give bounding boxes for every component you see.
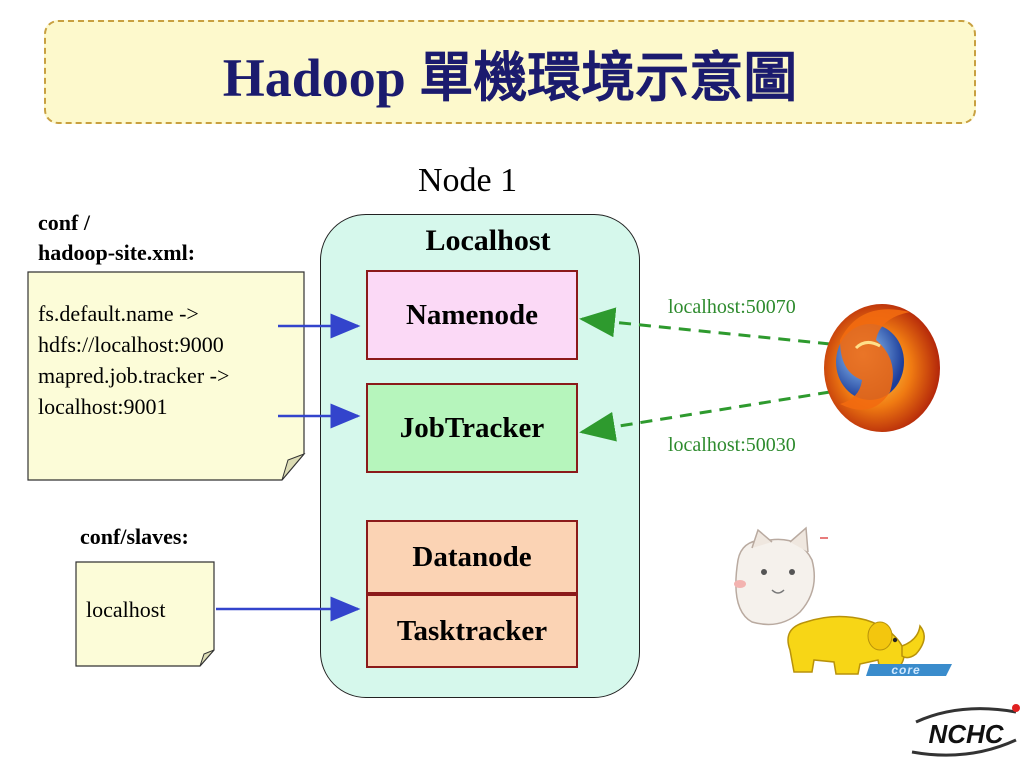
slaves-file-label: conf/slaves: bbox=[80, 524, 189, 549]
svg-text:core: core bbox=[891, 663, 920, 677]
conf-file-label: conf / hadoop-site.xml: bbox=[38, 208, 195, 268]
localhost-label: Localhost bbox=[425, 224, 551, 257]
conf-line: localhost:9001 bbox=[38, 394, 168, 419]
conf-line: mapred.job.tracker -> bbox=[38, 363, 230, 388]
nchc-logo-icon: NCHC bbox=[911, 704, 1020, 757]
namenode-box: Namenode bbox=[366, 270, 578, 360]
conf-file-contents: fs.default.name -> hdfs://localhost:9000… bbox=[38, 298, 229, 422]
slaves-file-contents: localhost bbox=[86, 597, 166, 622]
conf-line: hdfs://localhost:9000 bbox=[38, 332, 224, 357]
firefox-logo-icon bbox=[824, 304, 940, 432]
page-title: Hadoop 單機環境示意圖 bbox=[222, 47, 798, 108]
tasktracker-box: Tasktracker bbox=[366, 594, 578, 668]
hadoop-elephant-icon: core bbox=[787, 615, 952, 677]
cartoon-cat-icon bbox=[734, 526, 828, 626]
datanode-box: Datanode bbox=[366, 520, 578, 594]
conf-line: fs.default.name -> bbox=[38, 301, 199, 326]
svg-text:NCHC: NCHC bbox=[928, 719, 1004, 749]
jobtracker-box: JobTracker bbox=[366, 383, 578, 473]
jobtracker-web-port: localhost:50030 bbox=[668, 434, 796, 456]
node-label: Node 1 bbox=[418, 162, 518, 199]
conf-file-label-line2: hadoop-site.xml: bbox=[38, 240, 196, 265]
conf-note bbox=[27, 271, 306, 481]
conf-file-label-line1: conf / bbox=[38, 210, 90, 235]
title-banner bbox=[44, 20, 976, 124]
slaves-note bbox=[75, 561, 215, 667]
browser-to-namenode-arrow bbox=[579, 307, 831, 346]
namenode-web-port: localhost:50070 bbox=[668, 296, 796, 318]
browser-to-jobtracker-arrow bbox=[579, 390, 831, 442]
